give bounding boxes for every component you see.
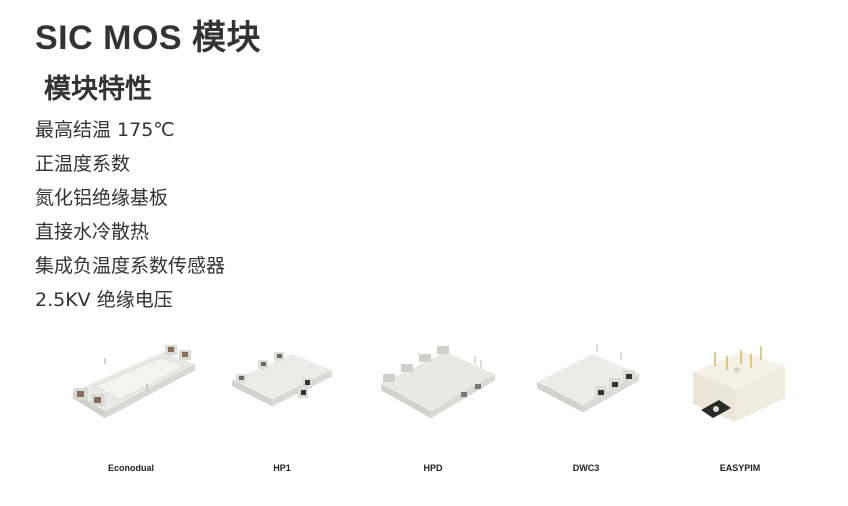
product-label: HPD (423, 463, 443, 473)
product-label: EASYPIM (719, 463, 761, 473)
product-gallery: Econodual HP1 HPD DWC3 EASYPIM (0, 330, 848, 490)
page-title: SIC MOS 模块 (35, 19, 262, 57)
feature-list: 最高结温 175℃ 正温度系数 氮化铝绝缘基板 直接水冷散热 集成负温度系数传感… (35, 113, 225, 317)
econodual-module-image (73, 345, 195, 418)
feature-item: 2.5KV 绝缘电压 (35, 289, 173, 311)
easypim-module-image (693, 346, 785, 422)
feature-item: 集成负温度系数传感器 (35, 255, 226, 277)
product-label: HP1 (273, 463, 291, 473)
product-hpd (375, 330, 500, 430)
product-hp1 (228, 330, 338, 430)
feature-item: 正温度系数 (35, 153, 131, 175)
product-dwc3 (533, 330, 643, 430)
section-heading: 模块特性 (44, 74, 152, 105)
product-econodual (65, 330, 200, 430)
product-label: Econodual (107, 463, 155, 473)
feature-item: 氮化铝绝缘基板 (35, 187, 169, 209)
feature-item: 直接水冷散热 (35, 221, 150, 243)
feature-item: 最高结温 175℃ (35, 119, 175, 141)
hp1-module-image (232, 352, 332, 406)
hpd-module-image (381, 346, 495, 418)
product-label: DWC3 (572, 463, 600, 473)
dwc3-module-image (537, 344, 639, 412)
product-easypim (685, 330, 795, 430)
